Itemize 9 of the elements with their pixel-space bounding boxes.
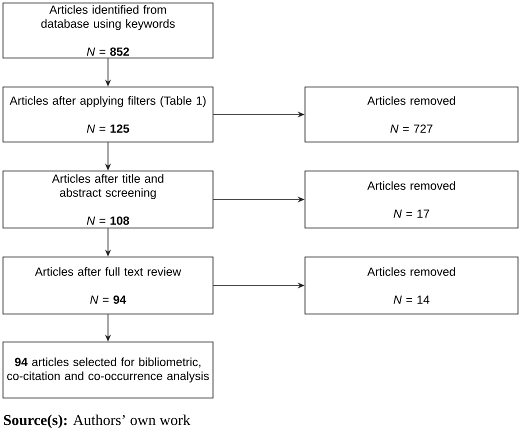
process-box: Articles after title and abstract screening N = 108: [2, 170, 214, 228]
process-box: Articles removed N = 727: [304, 86, 518, 142]
process-box: Articles identified from database using keywords N = 852: [2, 2, 214, 58]
process-box: 94 articles selected for bibliometric, co-citation and co-occurrence analysis: [2, 342, 214, 398]
process-box: Articles after applying filters (Table 1) N = 125: [2, 86, 214, 142]
process-box: Articles removed N = 17: [304, 170, 518, 228]
caption: Source(s): Authors’ own work: [4, 414, 190, 428]
process-box: Articles removed N = 14: [304, 256, 518, 314]
process-box: Articles after full text review N = 94: [2, 256, 214, 314]
